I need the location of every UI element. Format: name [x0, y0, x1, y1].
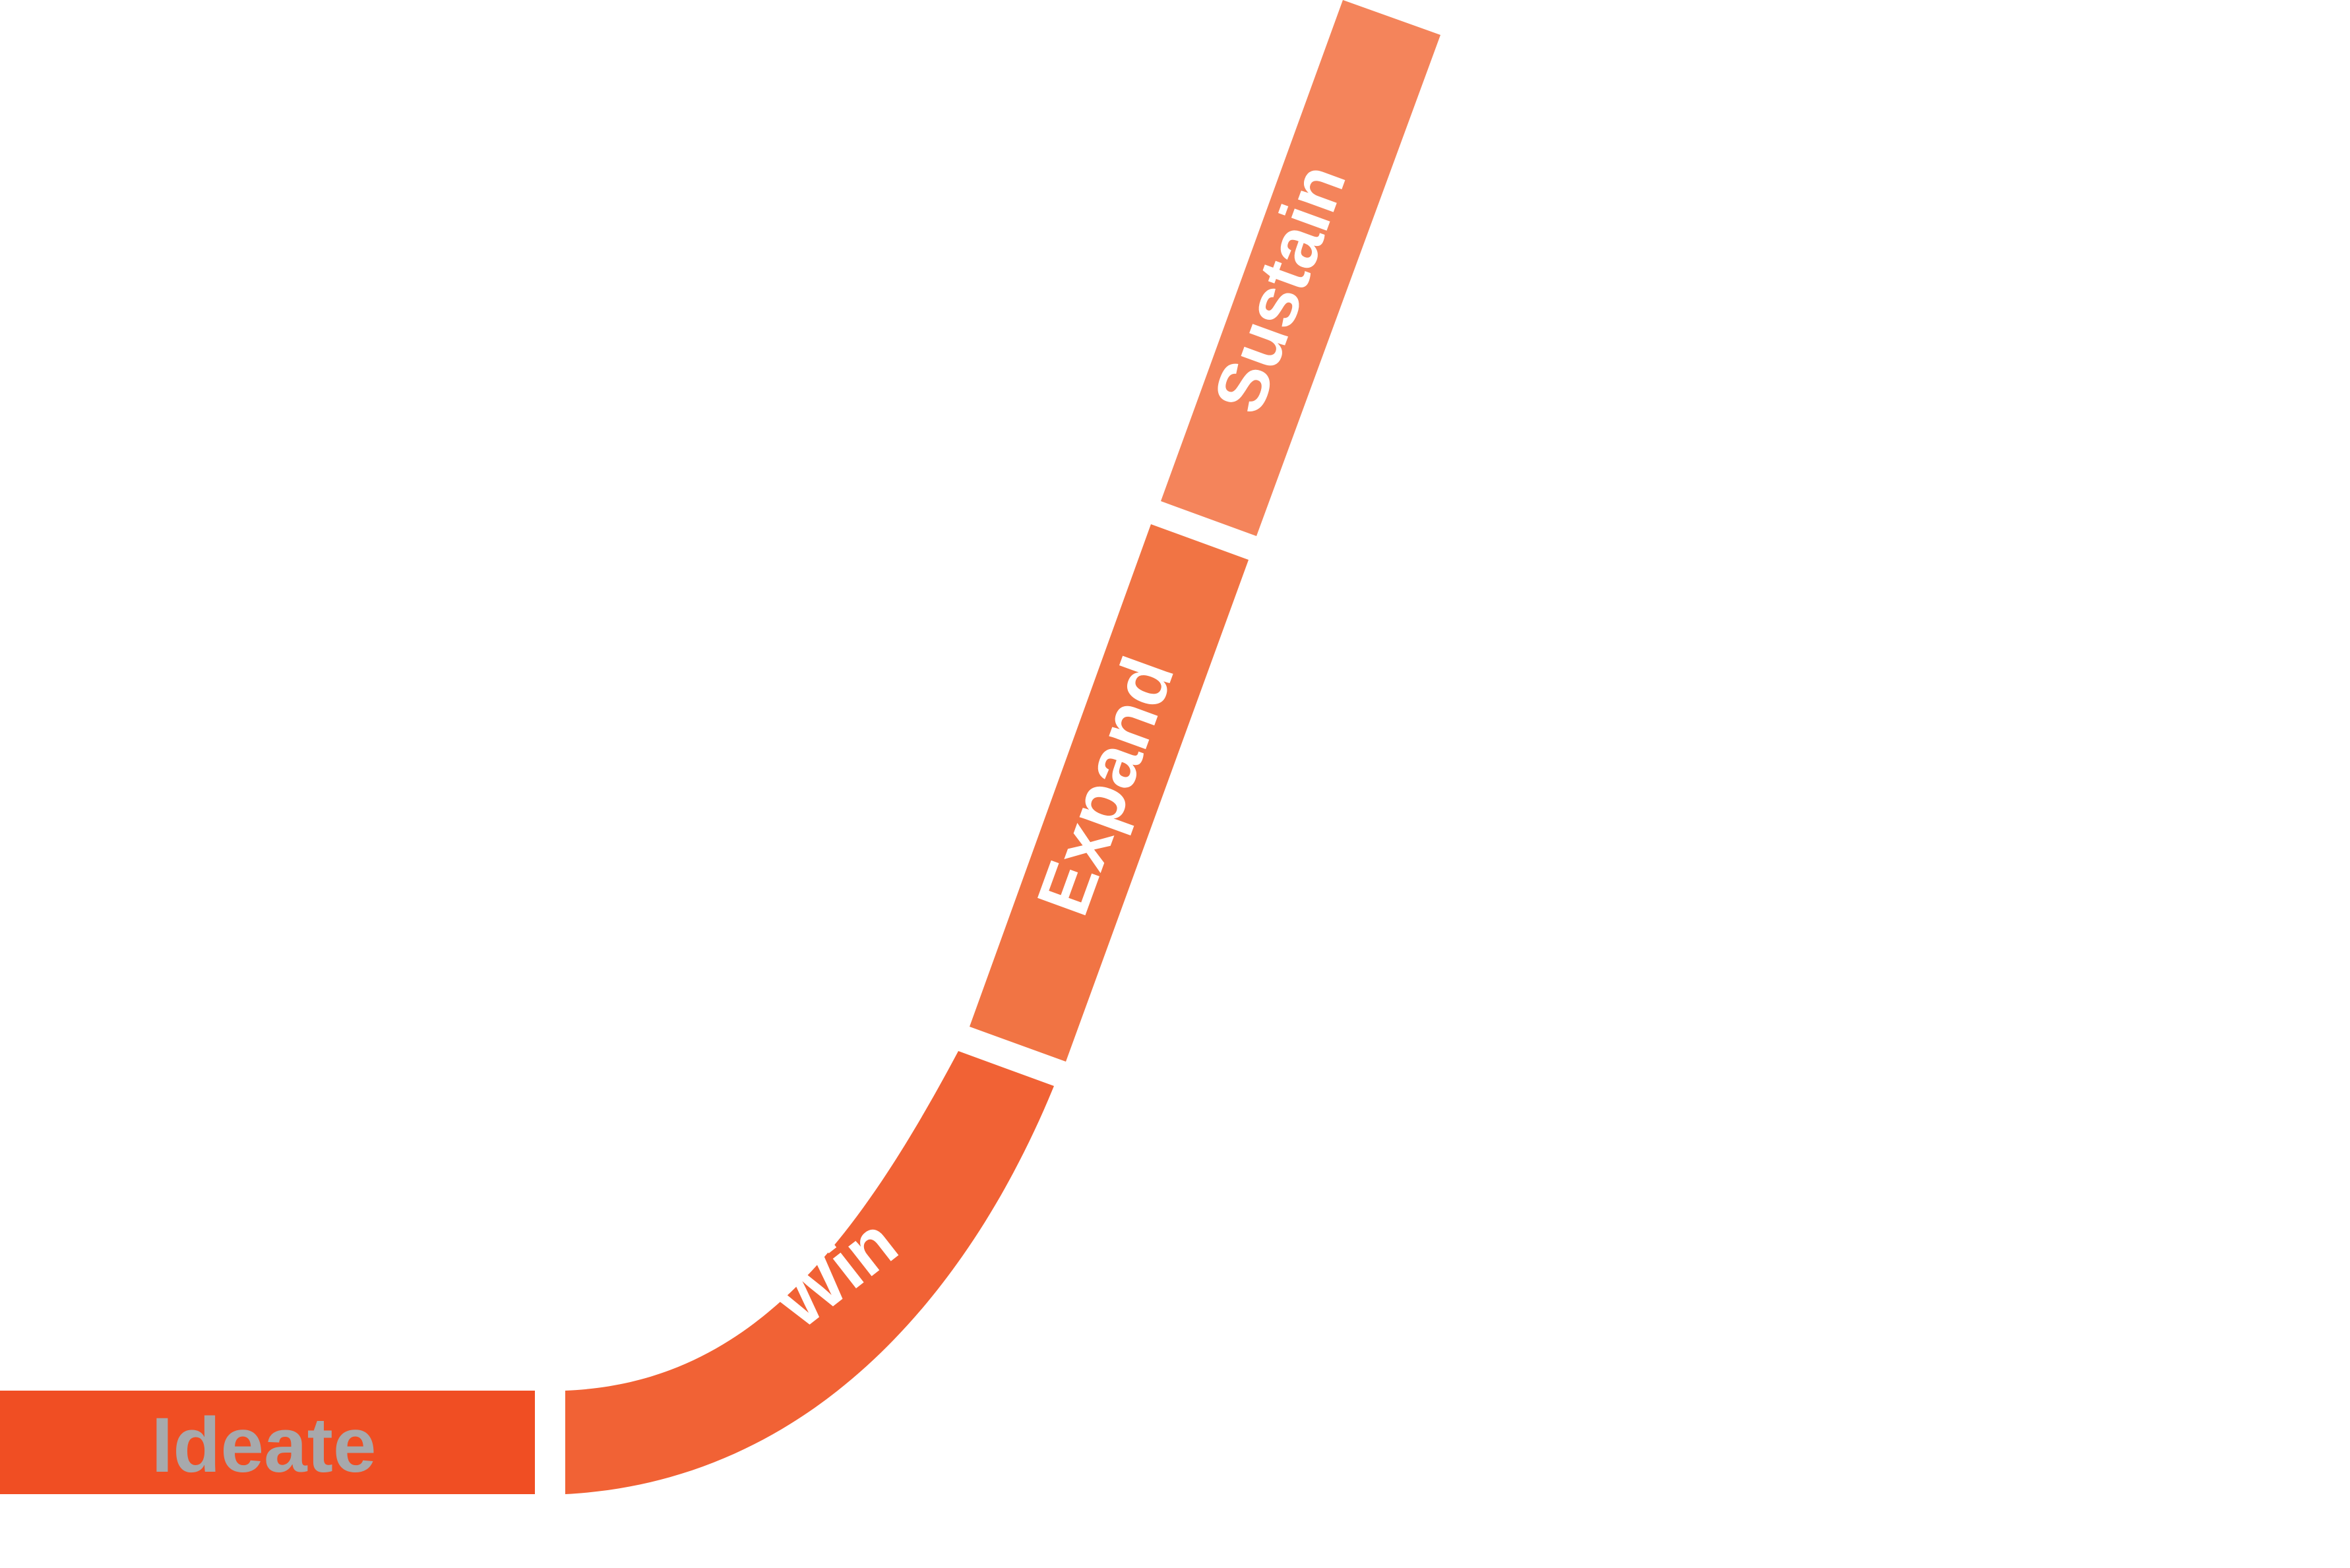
- stage-ideate-label: Ideate: [151, 1402, 376, 1489]
- stage-ideate: Ideate: [0, 1391, 535, 1494]
- stage-sustain: Sustain: [1161, 0, 1440, 536]
- stage-win: Win: [565, 1051, 1054, 1494]
- stage-expand-band: [970, 524, 1249, 1062]
- stage-ideate-band: [0, 1391, 535, 1494]
- stage-sustain-band: [1161, 0, 1440, 536]
- stage-win-band: [565, 1051, 1054, 1494]
- stage-expand: Expand: [970, 524, 1249, 1062]
